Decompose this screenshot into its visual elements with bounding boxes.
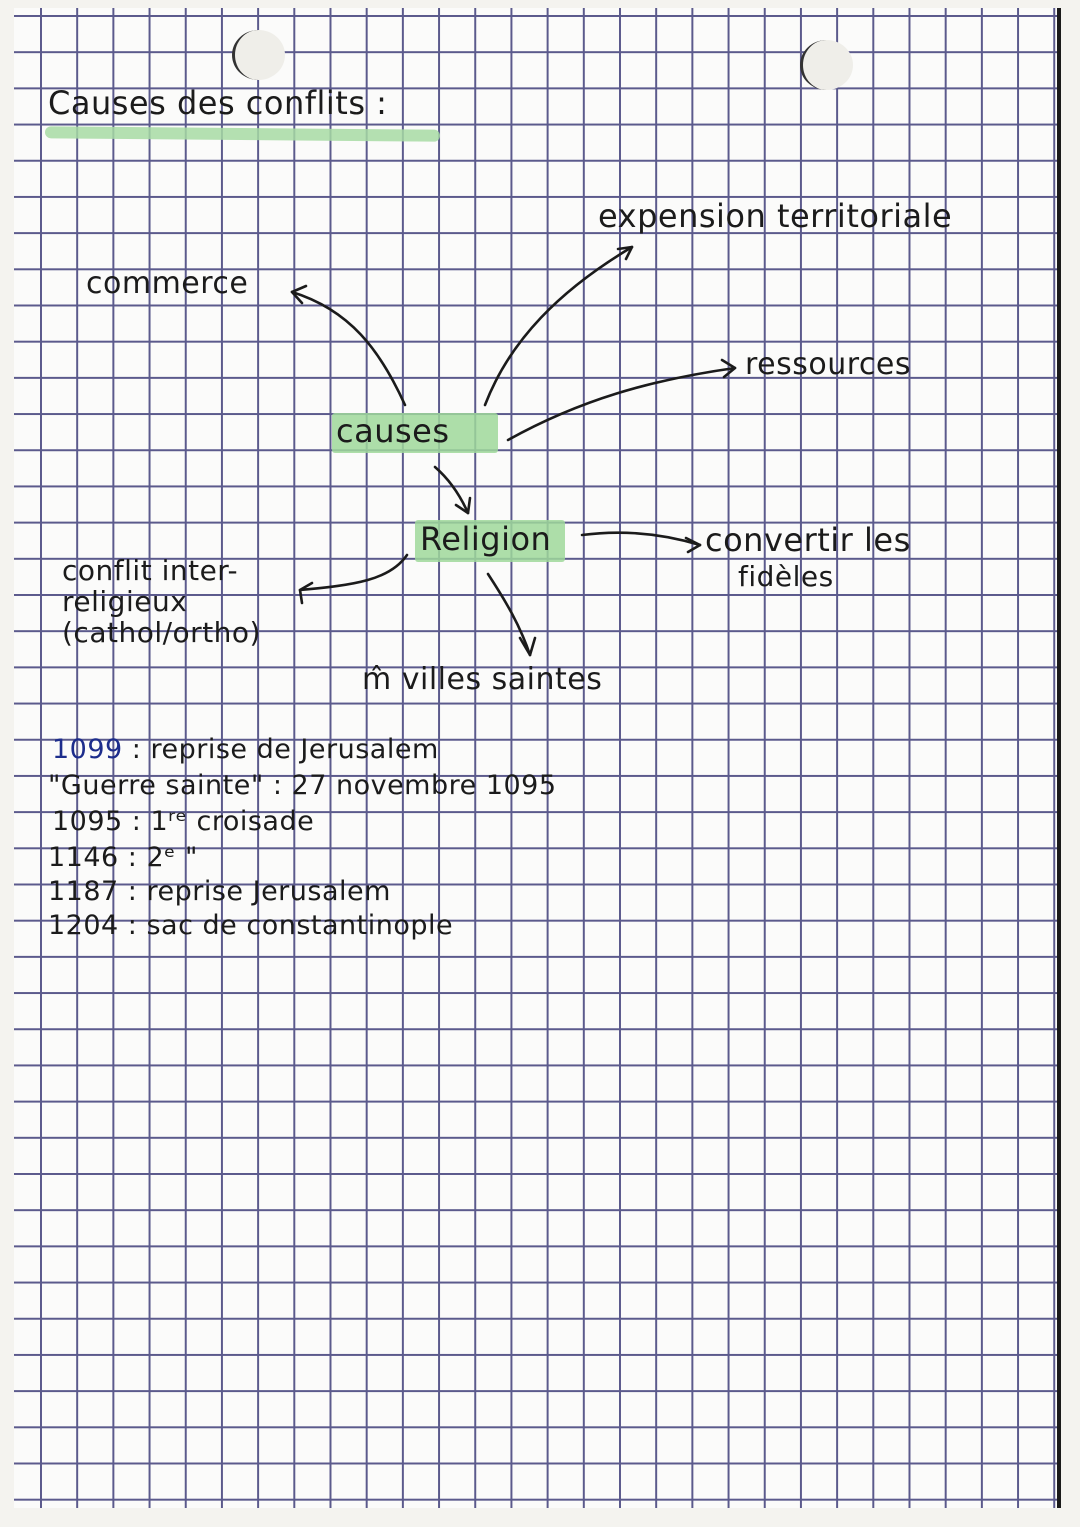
religion-convertir-line2: fidèles bbox=[738, 560, 834, 593]
religion-conflit-line3: (cathol/ortho) bbox=[62, 616, 261, 649]
page-title: Causes des conflits : bbox=[48, 84, 388, 122]
grid-paper-sheet bbox=[14, 8, 1060, 1508]
branch-religion: Religion bbox=[420, 520, 552, 558]
branch-expansion-territoriale: expension territoriale bbox=[598, 197, 953, 235]
timeline-year: 1099 bbox=[52, 734, 123, 765]
timeline-text: 1ʳᵉ croisade bbox=[150, 806, 315, 837]
binder-hole-left bbox=[232, 30, 285, 80]
branch-ressources: ressources bbox=[745, 347, 912, 382]
timeline-text: 27 novembre 1095 bbox=[291, 770, 557, 801]
timeline-year: 1187 bbox=[48, 876, 119, 907]
mindmap-center-causes: causes bbox=[336, 412, 450, 450]
timeline-entry: 1099 : reprise de Jerusalem bbox=[52, 734, 439, 765]
timeline-text: 2ᵉ " bbox=[146, 842, 198, 873]
causes-highlight bbox=[332, 413, 498, 453]
timeline-year: 1095 bbox=[52, 806, 123, 837]
religion-villes-saintes: m̂ villes saintes bbox=[362, 662, 603, 697]
timeline-year: 1204 bbox=[48, 910, 119, 941]
timeline-entry: 1204 : sac de constantinople bbox=[48, 910, 454, 941]
paper-edge bbox=[1057, 8, 1061, 1508]
timeline-entry: 1146 : 2ᵉ " bbox=[48, 842, 198, 873]
religion-conflit-line2: religieux bbox=[62, 585, 188, 618]
binder-hole-right bbox=[800, 40, 853, 90]
timeline-year: 1146 bbox=[48, 842, 119, 873]
religion-highlight bbox=[415, 520, 565, 562]
religion-conflit-line1: conflit inter- bbox=[62, 554, 239, 587]
timeline-year: "Guerre sainte" bbox=[48, 770, 264, 801]
branch-commerce: commerce bbox=[86, 266, 249, 301]
timeline-text: reprise Jerusalem bbox=[146, 876, 391, 907]
timeline-text: reprise de Jerusalem bbox=[150, 734, 439, 765]
timeline-entry: 1187 : reprise Jerusalem bbox=[48, 876, 391, 907]
timeline-entry: "Guerre sainte" : 27 novembre 1095 bbox=[48, 770, 557, 801]
religion-convertir-line1: convertir les bbox=[705, 521, 911, 559]
timeline-entry: 1095 : 1ʳᵉ croisade bbox=[52, 806, 315, 837]
timeline-text: sac de constantinople bbox=[146, 910, 454, 941]
